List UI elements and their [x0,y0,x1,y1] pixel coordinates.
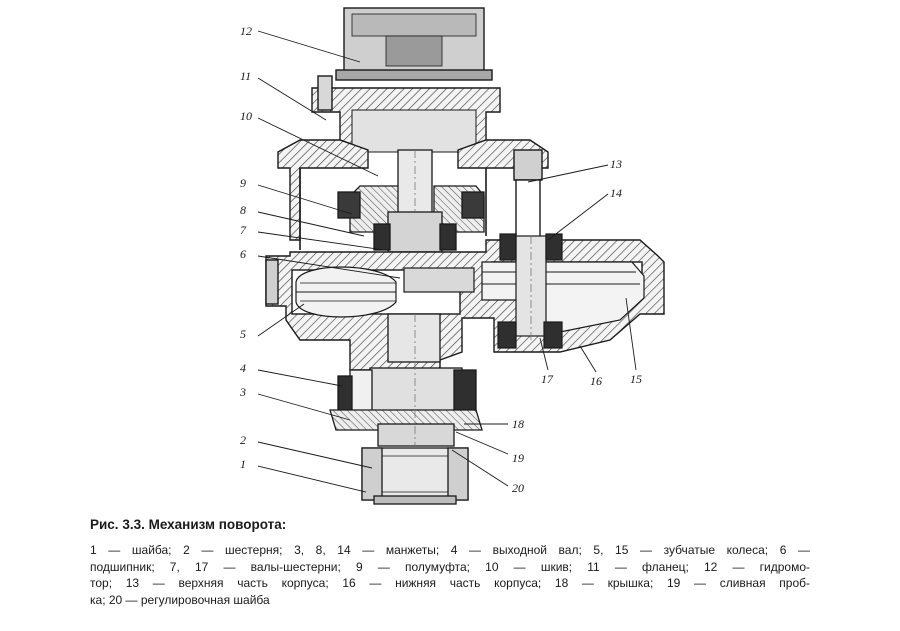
callout-18: 18 [512,417,524,431]
callout-13: 13 [610,157,622,171]
output-shaft [329,313,483,447]
callout-1: 1 [240,457,246,471]
pinion-2 [361,447,469,505]
leader-lines [257,30,637,493]
callout-numbers: 12 11 10 9 8 7 6 5 4 3 2 1 13 14 17 16 1… [239,24,642,495]
callout-2: 2 [240,433,246,447]
callout-10: 10 [240,109,252,123]
upper-housing [277,75,549,250]
caption-line: 1 — шайба; 2 — шестерня; 3, 8, 14 — манж… [90,543,810,557]
caption-line: тор; 13 — верхняя часть корпуса; 16 — ни… [90,576,810,590]
callout-17: 17 [541,372,554,386]
callout-14: 14 [610,186,622,200]
gear-wheel-5 [295,266,475,318]
figure-caption: Рис. 3.3. Механизм поворота: 1 — шайба; … [90,517,810,608]
callout-15: 15 [630,372,642,386]
callout-19: 19 [512,451,524,465]
callout-8: 8 [240,203,246,217]
caption-title: Рис. 3.3. Механизм поворота: [90,517,287,532]
callout-6: 6 [240,247,246,261]
callout-20: 20 [512,481,524,495]
callout-5: 5 [240,327,246,341]
hydraulic-motor [335,7,493,81]
caption-line: подшипник; 7, 17 — валы-шестерни; 9 — по… [90,559,810,574]
callout-16: 16 [590,374,602,388]
callout-9: 9 [240,176,246,190]
central-shaft [373,149,457,261]
callout-12: 12 [240,24,252,38]
caption-line: ка; 20 — регулировочная шайба [90,592,270,607]
callout-11: 11 [240,69,251,83]
callout-4: 4 [240,361,246,375]
gear-wheel-15 [481,233,645,349]
callout-3: 3 [239,385,246,399]
callout-7: 7 [240,223,247,237]
